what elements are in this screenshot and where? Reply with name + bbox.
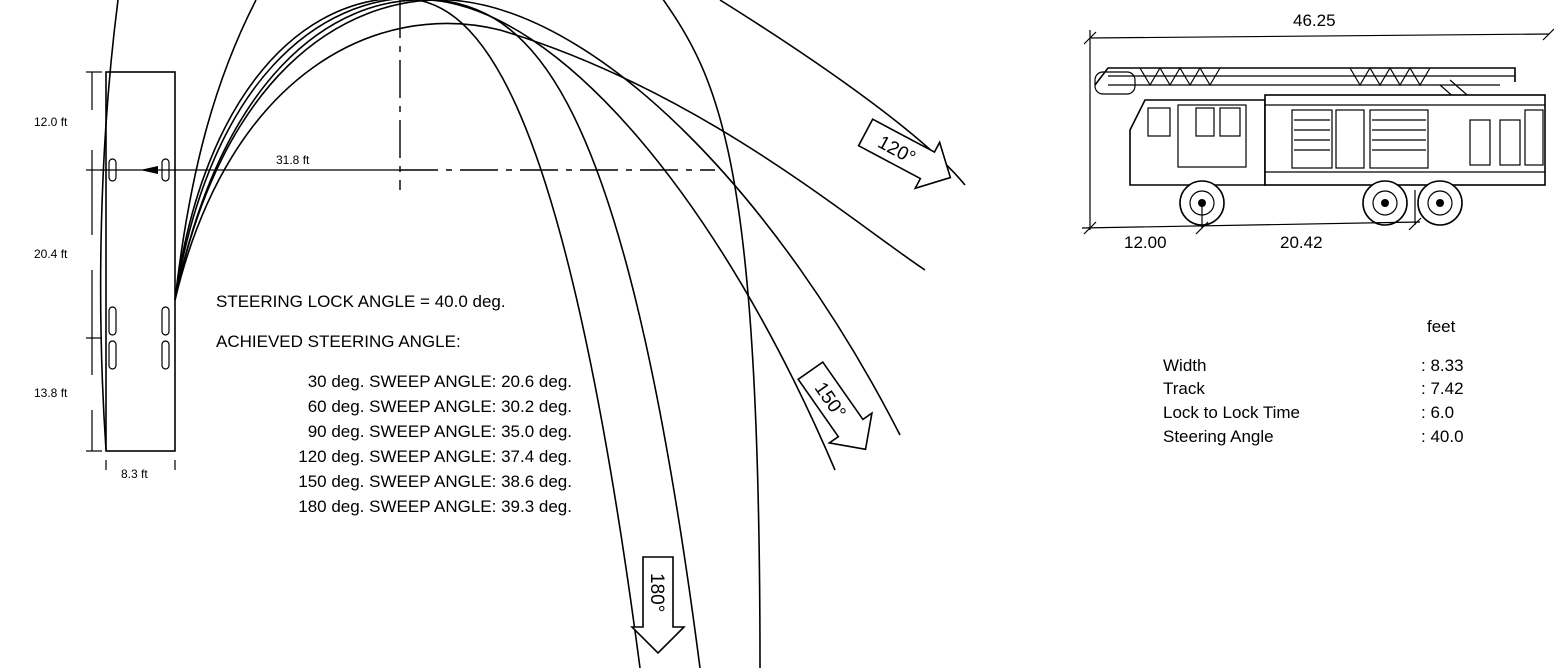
swept-path-right-edge	[662, 0, 761, 668]
rear-left-wheel-1	[108, 306, 117, 336]
truck-rear-wheel-1	[1362, 180, 1408, 226]
spec-value-steering-angle: : 40.0	[1421, 427, 1464, 446]
truck-front-overhang: 12.00	[1124, 233, 1167, 252]
sweep-angle-30: 30 deg. SWEEP ANGLE: 20.6 deg.	[308, 372, 572, 391]
sweep-angle-90: 90 deg. SWEEP ANGLE: 35.0 deg.	[308, 422, 572, 441]
spec-value-track: : 7.42	[1421, 379, 1464, 398]
sweep-angle-150: 150 deg. SWEEP ANGLE: 38.6 deg.	[298, 472, 572, 491]
spec-label-track: Track	[1163, 379, 1205, 398]
radius-arrowhead	[140, 166, 158, 174]
dim-wheelbase: 20.4 ft	[34, 247, 68, 261]
sweep-angle-120: 120 deg. SWEEP ANGLE: 37.4 deg.	[298, 447, 572, 466]
overall-length-dim-line	[1089, 33, 1550, 39]
truck-wheelbase: 20.42	[1280, 233, 1323, 252]
rear-right-wheel-1	[161, 306, 170, 336]
swept-path-150-inner	[174, 0, 836, 471]
swept-path-outer-left	[99, 0, 119, 451]
truck-rear-wheel-2	[1417, 180, 1463, 226]
dim-rear-overhang: 13.8 ft	[34, 386, 68, 400]
spec-value-width: : 8.33	[1421, 356, 1464, 375]
arrow-120: 120°	[857, 118, 952, 190]
spec-label-width: Width	[1163, 356, 1206, 375]
steering-notes: STEERING LOCK ANGLE = 40.0 deg. ACHIEVED…	[216, 292, 572, 516]
arrow-180-label: 180°	[646, 573, 667, 612]
wheelbase-dim-line	[1081, 221, 1421, 229]
swept-path-120-inner	[174, 22, 926, 301]
rear-right-wheel-2	[161, 340, 170, 370]
swept-path-curves	[99, 0, 966, 668]
dim-vehicle-width: 8.3 ft	[121, 467, 148, 481]
spec-unit-header: feet	[1427, 317, 1456, 336]
vehicle-body-outline	[105, 71, 176, 452]
spec-label-lock-time: Lock to Lock Time	[1163, 403, 1300, 422]
spec-value-lock-time: : 6.0	[1421, 403, 1454, 422]
dim-turning-radius: 31.8 ft	[276, 153, 310, 167]
steering-lock-angle-note: STEERING LOCK ANGLE = 40.0 deg.	[216, 292, 506, 311]
achieved-steering-heading: ACHIEVED STEERING ANGLE:	[216, 332, 461, 351]
dim-front-overhang: 12.0 ft	[34, 115, 68, 129]
swept-path-180-outer	[174, 0, 701, 668]
sweep-angle-180: 180 deg. SWEEP ANGLE: 39.3 deg.	[298, 497, 572, 516]
swept-path-150-outer	[174, 0, 901, 436]
sweep-angle-60: 60 deg. SWEEP ANGLE: 30.2 deg.	[308, 397, 572, 416]
vehicle-plan-view: 12.0 ft 20.4 ft 13.8 ft 8.3 ft 31.8 ft	[34, 71, 400, 481]
truck-cab	[1129, 99, 1266, 186]
rear-left-wheel-2	[108, 340, 117, 370]
arrow-150: 150°	[797, 360, 874, 451]
arrow-180: 180°	[630, 556, 686, 655]
truck-side-elevation: 46.25	[1081, 11, 1554, 252]
spec-label-steering-angle: Steering Angle	[1163, 427, 1274, 446]
vehicle-spec-table: feet Width : 8.33 Track : 7.42 Lock to L…	[1163, 317, 1464, 446]
truck-overall-length: 46.25	[1293, 11, 1336, 30]
swept-path-inner-left	[174, 0, 257, 301]
